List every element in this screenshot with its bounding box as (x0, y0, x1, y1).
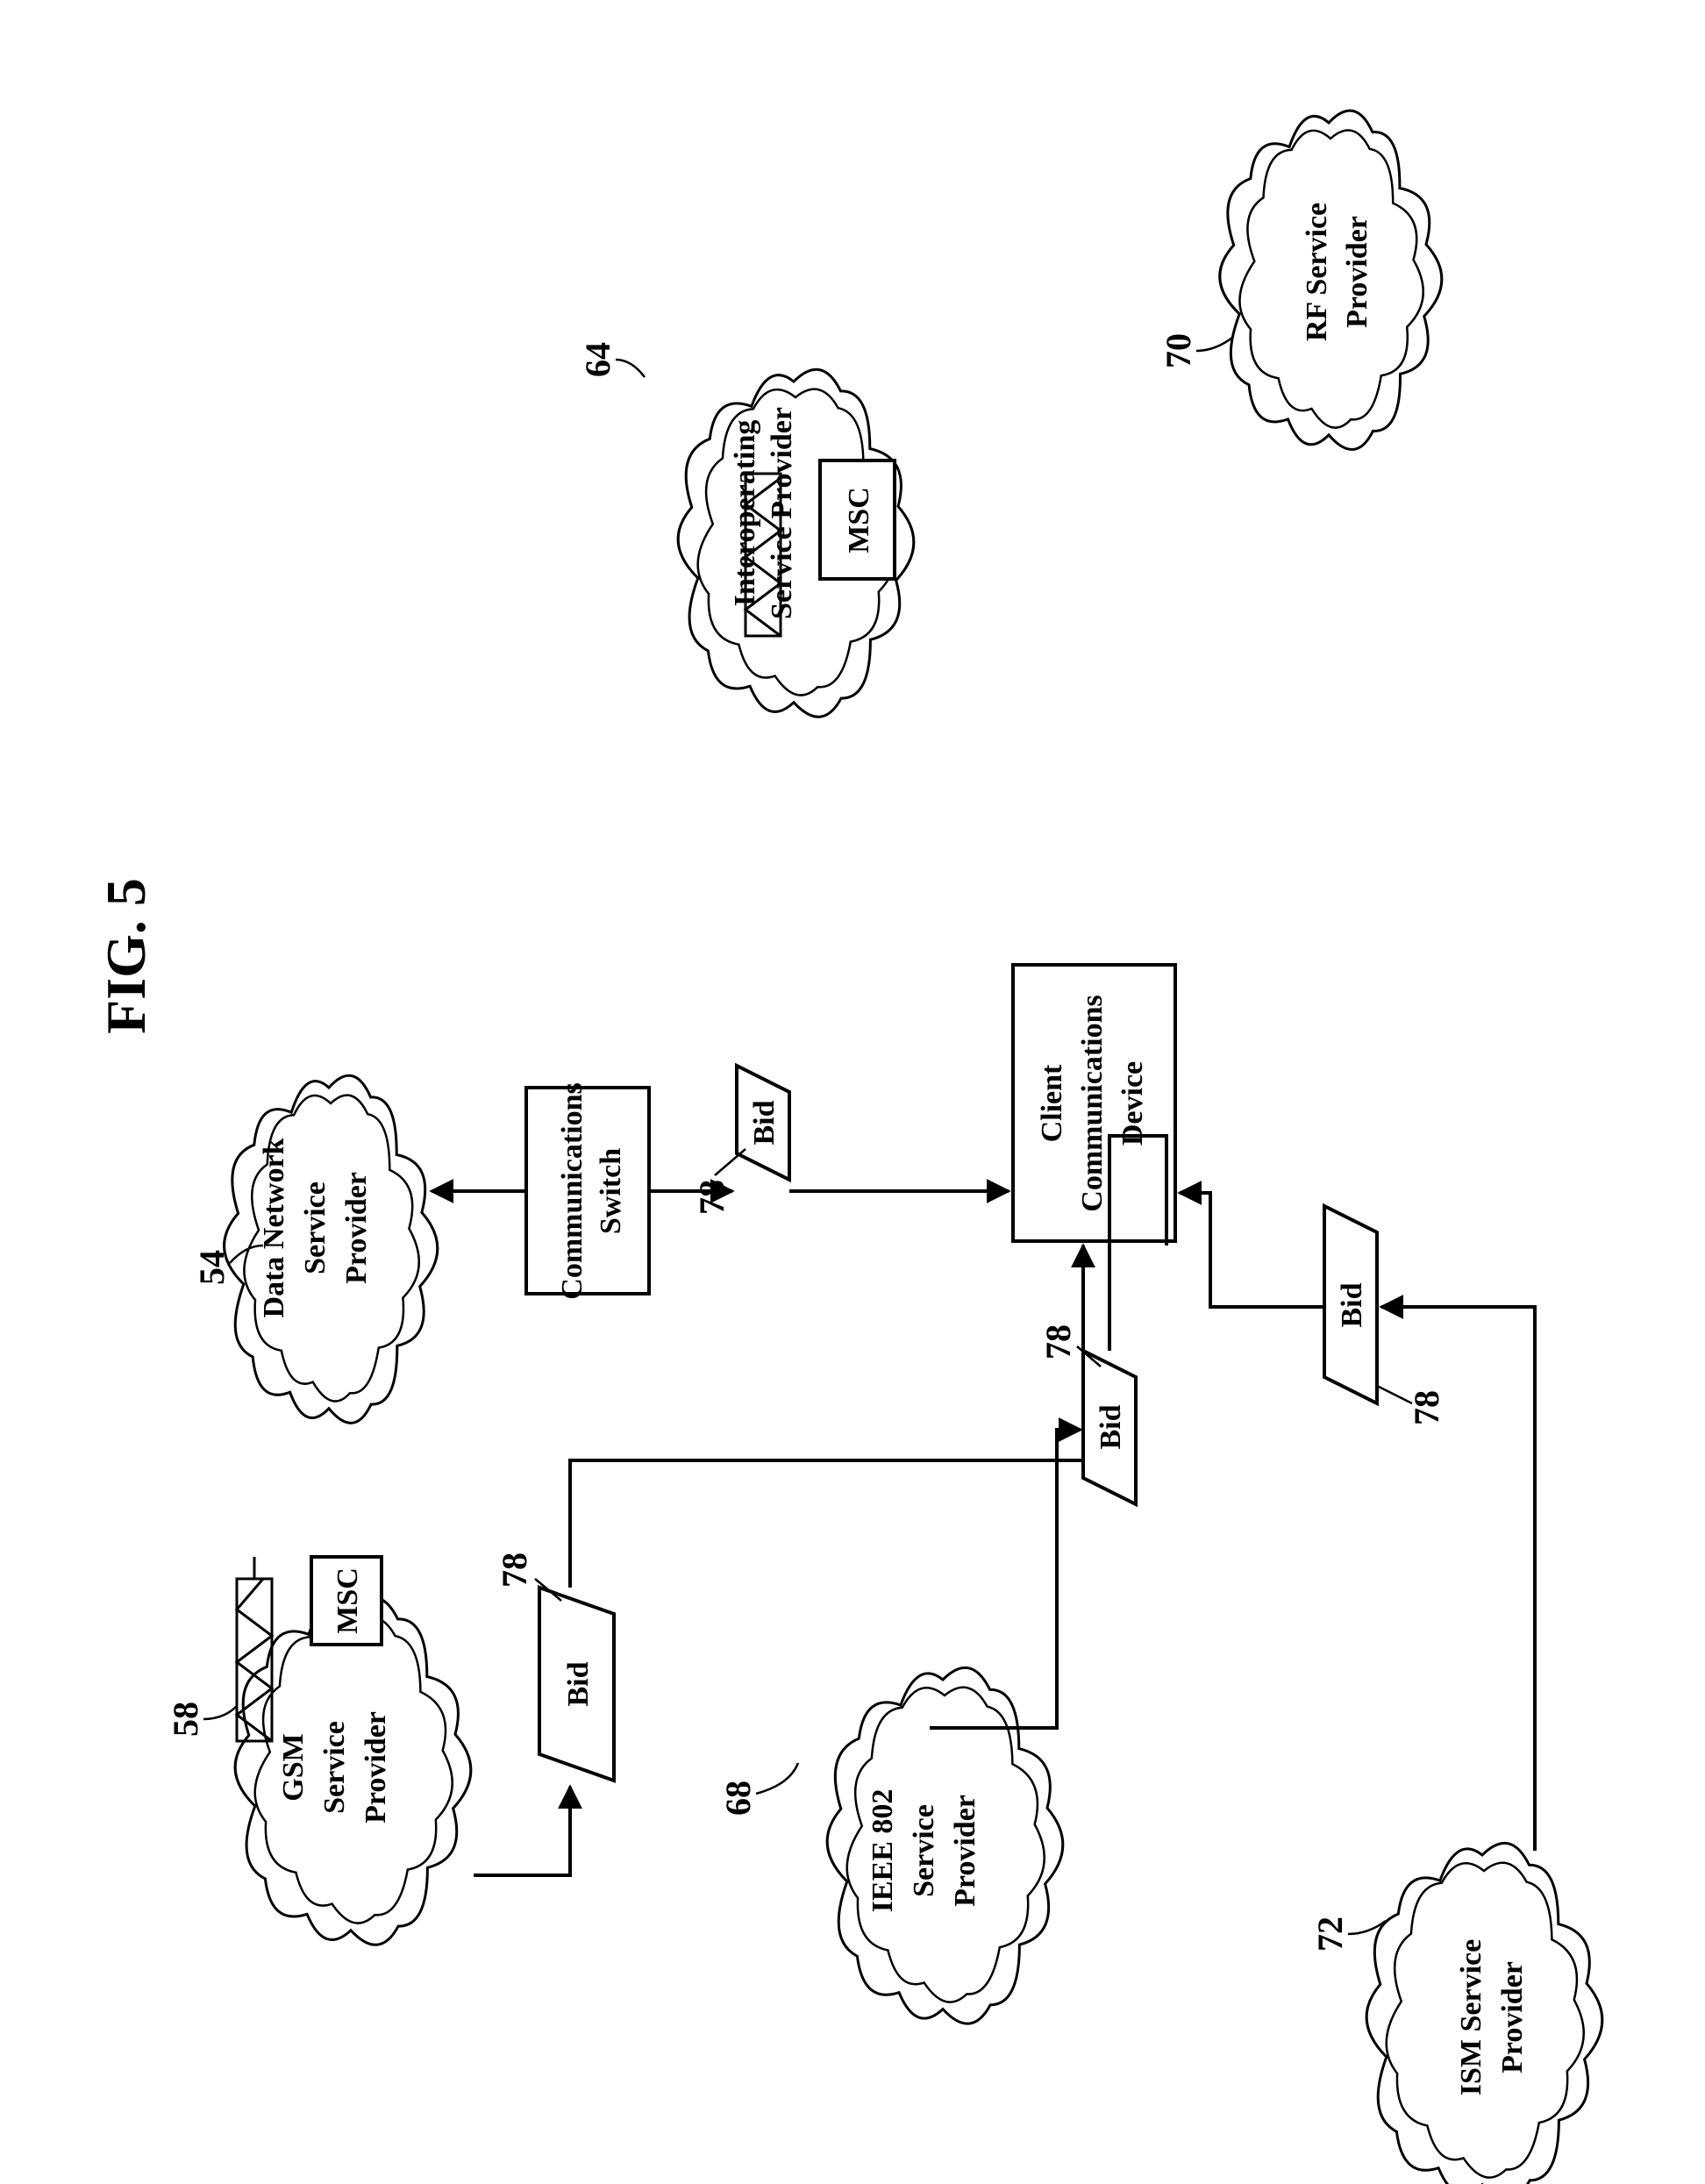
ref-numeral-58: 58 (166, 1702, 205, 1737)
ieee-label-1: IEEE 802 (867, 1789, 899, 1913)
client-device-label-3: Device (1116, 1061, 1149, 1146)
ref-numeral-72: 72 (1310, 1916, 1350, 1952)
bid-ism-label: Bid (1336, 1282, 1368, 1327)
interop-msc-label: MSC (843, 487, 875, 553)
gsm-msc-label: MSC (332, 1567, 364, 1634)
ieee-label-3: Provider (949, 1795, 981, 1907)
gsm-label-3: Provider (360, 1711, 392, 1824)
rf-label-1: RF Service (1301, 203, 1333, 341)
ism-label-1: ISM Service (1455, 1939, 1487, 2095)
ieee-cloud (827, 1667, 1063, 2023)
ref-numeral-54: 54 (192, 1250, 232, 1285)
gsm-to-bid-arrow (474, 1787, 570, 1875)
ref-numeral-78-ism-bid: 78 (1407, 1390, 1446, 1425)
ism-label-2: Provider (1496, 1961, 1529, 2073)
gsm-label-2: Service (318, 1721, 351, 1814)
client-device-label-2: Communications (1076, 995, 1109, 1211)
bid-switch: Bid (737, 1066, 789, 1180)
communications-switch-label-2: Switch (595, 1148, 627, 1234)
ref-numeral-78-gsm-bid: 78 (495, 1552, 534, 1588)
figure-title: FIG. 5 (95, 878, 157, 1034)
ref-leader-70 (1196, 338, 1232, 351)
ref-numeral-70: 70 (1159, 333, 1198, 368)
bid-ieee-label: Bid (1095, 1404, 1127, 1449)
ref-numeral-68: 68 (718, 1781, 758, 1816)
bid-ieee: Bid (1083, 1351, 1136, 1504)
data-network-label-2: Service (299, 1181, 332, 1274)
ref-leader-68 (756, 1763, 798, 1794)
bid-ism: Bid (1324, 1206, 1377, 1403)
ref-leader-58 (203, 1706, 237, 1719)
bid-gsm-to-client-arrow (570, 1245, 1083, 1588)
ref-leader-64 (616, 360, 645, 377)
rf-label-2: Provider (1341, 216, 1373, 328)
ref-leader-78-switch-bid (715, 1149, 745, 1175)
data-network-label-1: Data Network (258, 1138, 290, 1317)
communications-switch-label-1: Communications (556, 1082, 589, 1299)
bid-ism-to-client-arrow (1180, 1193, 1324, 1307)
ism-to-bid-arrow (1381, 1307, 1535, 1851)
gsm-cloud (235, 1597, 471, 1945)
ref-numeral-78-ieee-bid: 78 (1038, 1324, 1078, 1360)
ieee-label-2: Service (908, 1804, 940, 1897)
client-device-label-1: Client (1036, 1064, 1068, 1142)
bid-gsm-label: Bid (562, 1661, 595, 1706)
bid-gsm: Bid (539, 1588, 614, 1781)
ref-numeral-64: 64 (578, 342, 617, 377)
bid-switch-label: Bid (748, 1100, 781, 1145)
ref-numeral-78-switch-bid: 78 (692, 1180, 731, 1215)
data-network-label-3: Provider (340, 1172, 373, 1284)
gsm-label-1: GSM (277, 1733, 310, 1801)
